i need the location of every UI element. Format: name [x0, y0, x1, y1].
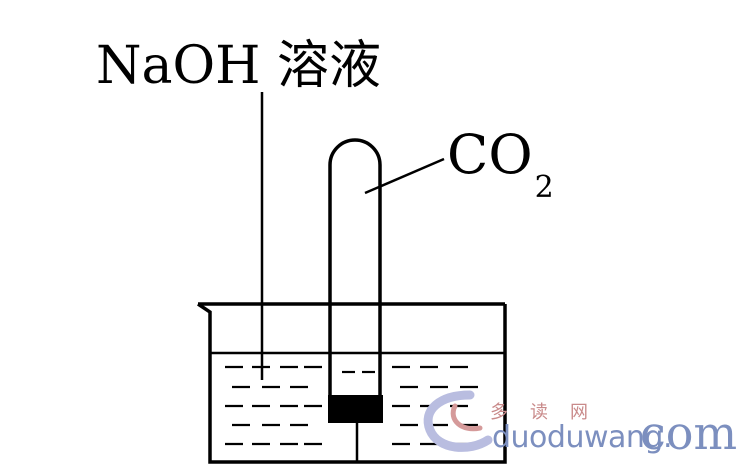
watermark-url: duoduwang. [492, 420, 672, 455]
watermark-logo-icon [423, 390, 493, 452]
co2-subscript: 2 [534, 170, 554, 205]
co2-label: CO2 [447, 123, 554, 206]
test-tube [328, 138, 382, 420]
watermark-chinese: 多读网 [490, 402, 610, 423]
beaker-outline [197, 302, 507, 464]
watermark-tld: com [640, 406, 738, 460]
tube-plug [328, 395, 383, 423]
co2-main-text: CO [447, 123, 533, 186]
naoh-solution-label: NaOH 溶液 [96, 36, 382, 96]
co2-leader-line [364, 157, 445, 195]
